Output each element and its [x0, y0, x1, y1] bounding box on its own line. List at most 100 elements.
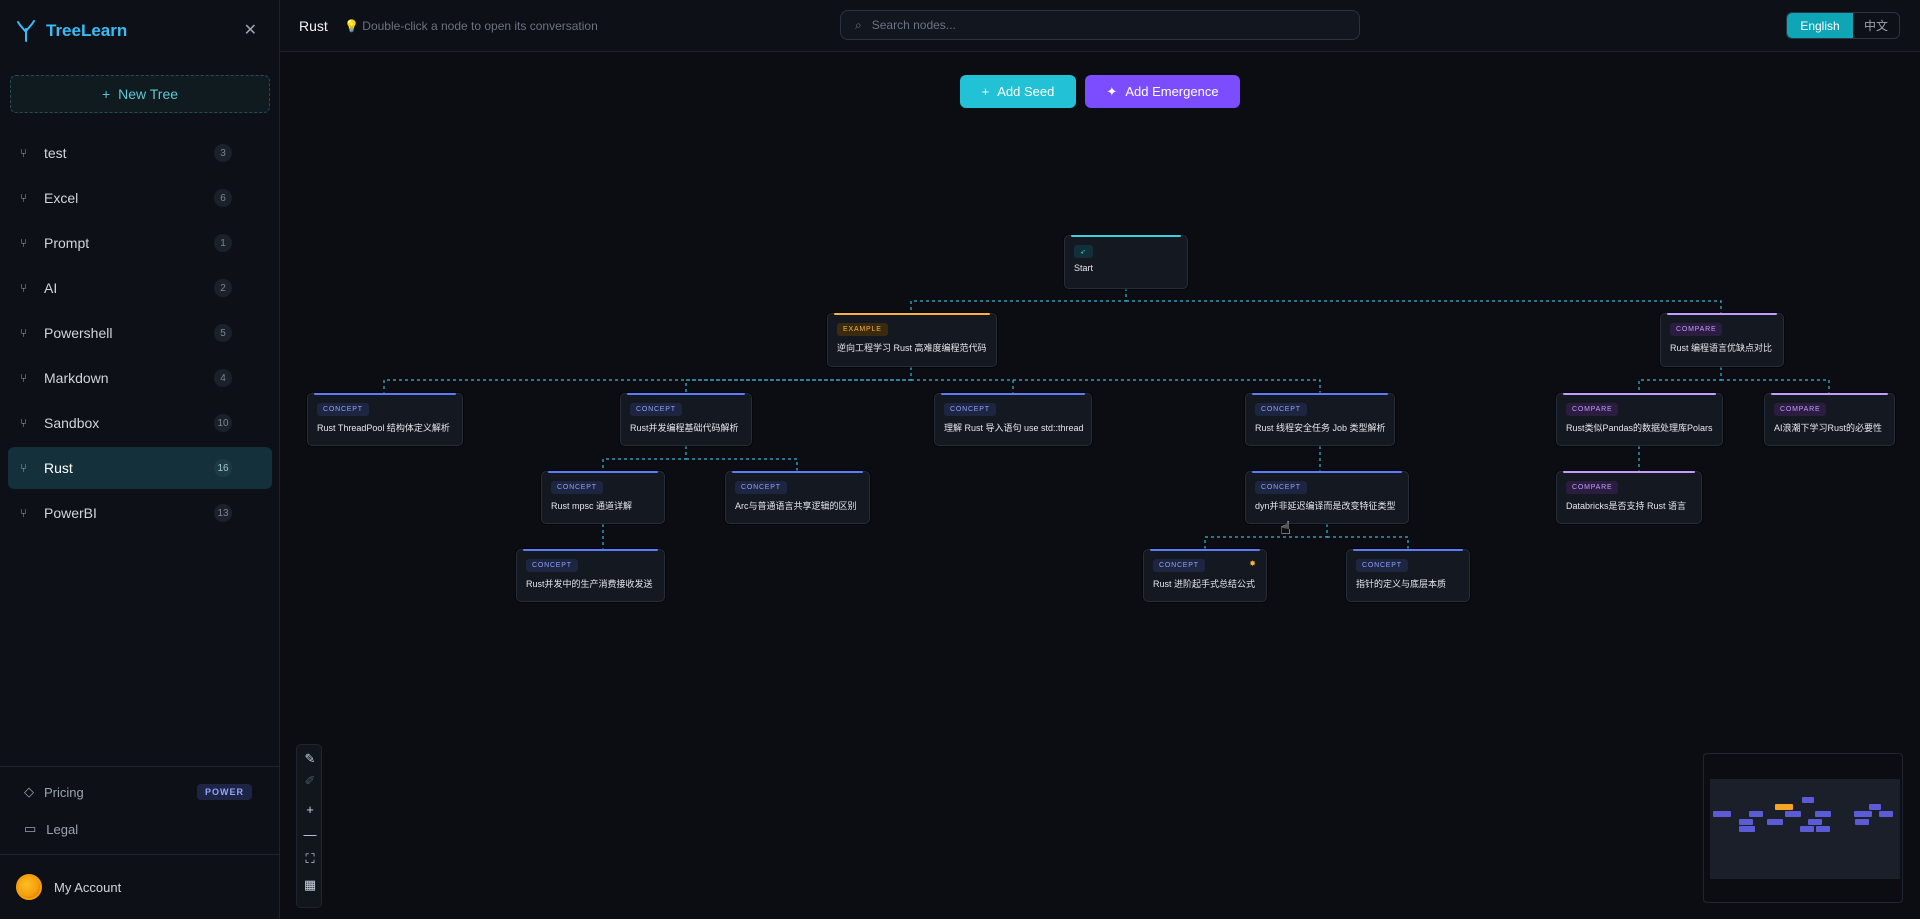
diamond-icon: ◇ — [24, 784, 34, 799]
sidebar-item-powerbi[interactable]: ⑂ PowerBI 13 — [8, 492, 272, 534]
sidebar-item-rust[interactable]: ⑂ Rust 16 — [8, 447, 272, 489]
sidebar-item-label: Powershell — [44, 325, 113, 341]
hint-label: Double-click a node to open its conversa… — [362, 19, 598, 33]
search-icon: ⌕ — [855, 17, 862, 32]
node-label: dyn并非延迟编译而是改变特征类型 — [1255, 501, 1396, 511]
node-concept[interactable]: CONCEPT Rust ThreadPool 结构体定义解析 — [307, 393, 463, 446]
minimap-node — [1739, 819, 1753, 825]
node-tag: COMPARE — [1774, 403, 1827, 416]
legal-label: Legal — [46, 821, 79, 837]
zoom-out-icon[interactable]: — — [303, 826, 317, 842]
node-label: Rust并发中的生产消费接收发送 — [526, 579, 653, 589]
node-concept[interactable]: CONCEPT Rust 线程安全任务 Job 类型解析 — [1245, 393, 1395, 446]
node-tag: CONCEPT — [526, 559, 578, 572]
minimap-node — [1739, 826, 1755, 832]
sidebar: TreeLearn ✕ + New Tree ⑂ test 3 ⑂ Excel … — [0, 0, 280, 919]
count-badge: 10 — [214, 414, 232, 432]
node-concept[interactable]: CONCEPT Rust并发中的生产消费接收发送 — [516, 549, 665, 602]
minimap[interactable] — [1703, 753, 1903, 903]
header: Rust 💡 Double-click a node to open its c… — [280, 0, 1920, 52]
sidebar-item-prompt[interactable]: ⑂ Prompt 1 — [8, 222, 272, 264]
node-concept[interactable]: CONCEPT Rust 进阶起手式总结公式 ✸ — [1143, 549, 1267, 602]
node-tag: COMPARE — [1566, 403, 1619, 416]
node-compare[interactable]: COMPARE Databricks是否支持 Rust 语言 — [1556, 471, 1702, 524]
node-label: Rust mpsc 通道详解 — [551, 501, 633, 511]
brand[interactable]: TreeLearn — [16, 18, 127, 44]
node-tag: CONCEPT — [1356, 559, 1408, 572]
legal-link[interactable]: ▭ Legal — [24, 821, 78, 837]
minimap-node — [1879, 811, 1893, 817]
minimap-viewport — [1710, 779, 1900, 879]
close-sidebar-icon[interactable]: ✕ — [243, 22, 257, 39]
hint-text: 💡 Double-click a node to open its conver… — [344, 19, 598, 33]
node-concept[interactable]: CONCEPT 理解 Rust 导入语句 use std::thread — [934, 393, 1092, 446]
power-badge: POWER — [196, 784, 252, 800]
sidebar-item-ai[interactable]: ⑂ AI 2 — [8, 267, 272, 309]
fit-view-icon[interactable]: ⛶ — [305, 851, 315, 866]
language-toggle: English 中文 — [1786, 12, 1900, 39]
minimap-node — [1854, 811, 1872, 817]
sidebar-item-powershell[interactable]: ⑂ Powershell 5 — [8, 312, 272, 354]
sidebar-item-label: Rust — [44, 460, 73, 476]
search-input[interactable]: ⌕ Search nodes... — [840, 10, 1360, 40]
pricing-link[interactable]: ◇ Pricing — [24, 784, 84, 800]
zoom-in-icon[interactable]: + — [306, 801, 314, 817]
canvas-tools: ✎ ✐ + — ⛶ ▦ — [296, 744, 322, 908]
lang-chinese-button[interactable]: 中文 — [1863, 19, 1888, 33]
sidebar-item-sandbox[interactable]: ⑂ Sandbox 10 — [8, 402, 272, 444]
node-start[interactable]: ➶ Start — [1064, 235, 1188, 289]
node-tag: EXAMPLE — [837, 323, 888, 336]
add-emergence-button[interactable]: ✦ Add Emergence — [1085, 75, 1240, 108]
tree-list: ⑂ test 3 ⑂ Excel 6 ⑂ Prompt 1 ⑂ AI 2 ⑂ P… — [8, 132, 272, 537]
hand-cursor-icon: ☝ — [1280, 518, 1291, 538]
lang-english-button[interactable]: English — [1787, 13, 1853, 38]
node-concept[interactable]: CONCEPT dyn并非延迟编译而是改变特征类型 — [1245, 471, 1409, 524]
minimap-node — [1800, 826, 1814, 832]
node-concept[interactable]: CONCEPT 指针的定义与底层本质 — [1346, 549, 1470, 602]
branch-icon: ⑂ — [20, 461, 28, 475]
node-concept[interactable]: CONCEPT Rust mpsc 通道详解 — [541, 471, 665, 524]
add-seed-button[interactable]: + Add Seed — [960, 75, 1076, 108]
sidebar-item-label: test — [44, 145, 67, 161]
branch-icon: ⑂ — [20, 326, 28, 340]
sidebar-item-excel[interactable]: ⑂ Excel 6 — [8, 177, 272, 219]
minimap-node — [1785, 811, 1801, 817]
node-tag: CONCEPT — [1255, 481, 1307, 494]
plus-icon: + — [101, 86, 111, 102]
node-tag: CONCEPT — [1255, 403, 1307, 416]
pan-tool-icon[interactable]: ✎ — [304, 751, 316, 766]
node-label: Rust 进阶起手式总结公式 — [1153, 579, 1256, 589]
node-tag: COMPARE — [1670, 323, 1723, 336]
search-placeholder: Search nodes... — [871, 18, 956, 32]
grid-icon[interactable]: ▦ — [303, 877, 317, 892]
sidebar-item-markdown[interactable]: ⑂ Markdown 4 — [8, 357, 272, 399]
node-label: AI浪潮下学习Rust的必要性 — [1774, 423, 1883, 433]
node-concept[interactable]: CONCEPT Rust并发编程基础代码解析 — [620, 393, 752, 446]
add-seed-label: Add Seed — [997, 84, 1055, 99]
count-badge: 2 — [214, 279, 232, 297]
new-tree-button[interactable]: + New Tree — [10, 75, 270, 113]
branch-icon: ⑂ — [20, 146, 28, 160]
node-compare[interactable]: COMPARE Rust类似Pandas的数据处理库Polars — [1556, 393, 1723, 446]
node-label: Rust并发编程基础代码解析 — [630, 423, 739, 433]
minimap-node — [1815, 811, 1831, 817]
count-badge: 6 — [214, 189, 232, 207]
node-compare[interactable]: COMPARE AI浪潮下学习Rust的必要性 — [1764, 393, 1895, 446]
minimap-node — [1767, 819, 1783, 825]
sidebar-footer: ◇ Pricing POWER ▭ Legal — [0, 766, 280, 854]
branch-icon: ⑂ — [20, 281, 28, 295]
node-compare-root[interactable]: COMPARE Rust 编程语言优缺点对比 — [1660, 313, 1784, 367]
node-example[interactable]: EXAMPLE 逆向工程学习 Rust 高难度编程范代码 — [827, 313, 997, 367]
branch-icon: ⑂ — [20, 416, 28, 430]
minimap-node — [1855, 819, 1869, 825]
node-concept[interactable]: CONCEPT Arc与普通语言共享逻辑的区别 — [725, 471, 870, 524]
sidebar-item-label: AI — [44, 280, 58, 296]
my-account-button[interactable]: My Account — [0, 854, 280, 919]
node-tag: CONCEPT — [630, 403, 682, 416]
count-badge: 1 — [214, 234, 232, 252]
minimap-node — [1808, 819, 1822, 825]
sidebar-item-test[interactable]: ⑂ test 3 — [8, 132, 272, 174]
select-tool-icon[interactable]: ✐ — [304, 773, 316, 788]
minimap-node — [1749, 811, 1763, 817]
node-label: 逆向工程学习 Rust 高难度编程范代码 — [837, 343, 987, 353]
